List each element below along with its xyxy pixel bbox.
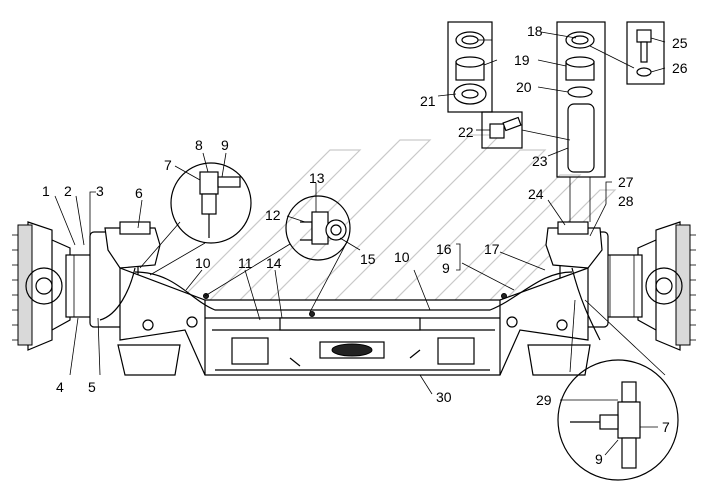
leader-lines: [54, 31, 666, 456]
callout-25: 25: [672, 35, 688, 51]
callout-30: 30: [436, 389, 452, 405]
detail-fitting-right: [557, 299, 679, 481]
callout-26: 26: [672, 60, 688, 76]
callout-8: 8: [195, 137, 203, 153]
callout-5: 5: [88, 379, 96, 395]
callout-24: 24: [528, 186, 544, 202]
callout-10-left: 10: [195, 255, 211, 271]
callout-13: 13: [309, 170, 325, 186]
callout-9-left: 9: [221, 137, 229, 153]
detail-fitting-left: [139, 162, 252, 276]
callout-11: 11: [238, 255, 253, 271]
bearing-kit-left: [447, 21, 493, 113]
callout-17: 17: [484, 241, 500, 257]
callout-7-left: 7: [164, 157, 172, 173]
callout-27: 27: [618, 174, 634, 190]
callout-19: 19: [514, 52, 530, 68]
detail-center: [204, 195, 351, 313]
callout-3: 3: [96, 183, 104, 199]
callout-9-right: 9: [595, 451, 603, 467]
callout-18-left: 18: [527, 23, 543, 39]
callout-9-mid: 9: [442, 260, 450, 276]
callout-labels: 1 2 3 6 4 5 7 8 9 10 11 14 12 13 15 10 1…: [42, 23, 688, 467]
kingpin-kit-right: [556, 21, 606, 222]
left-knuckle: [104, 221, 161, 269]
callout-20: 20: [516, 79, 532, 95]
callout-16: 16: [436, 241, 452, 257]
callout-15: 15: [360, 251, 376, 267]
callout-28: 28: [618, 193, 634, 209]
callout-6: 6: [135, 185, 143, 201]
bolt-kit: [626, 21, 665, 85]
callout-29: 29: [536, 392, 552, 408]
brake-hoses: [99, 267, 601, 341]
callout-21: 21: [420, 93, 436, 109]
callout-7-right: 7: [662, 419, 670, 435]
callout-14: 14: [266, 255, 282, 271]
bracket-16-9: [456, 243, 461, 271]
callout-2: 2: [64, 183, 72, 199]
callout-10-right: 10: [394, 249, 410, 265]
callout-22: 22: [458, 124, 474, 140]
callout-1: 1: [42, 183, 50, 199]
callout-23: 23: [532, 153, 548, 169]
callout-12: 12: [265, 207, 281, 223]
axle-beam: [117, 267, 591, 376]
callout-4: 4: [56, 379, 64, 395]
